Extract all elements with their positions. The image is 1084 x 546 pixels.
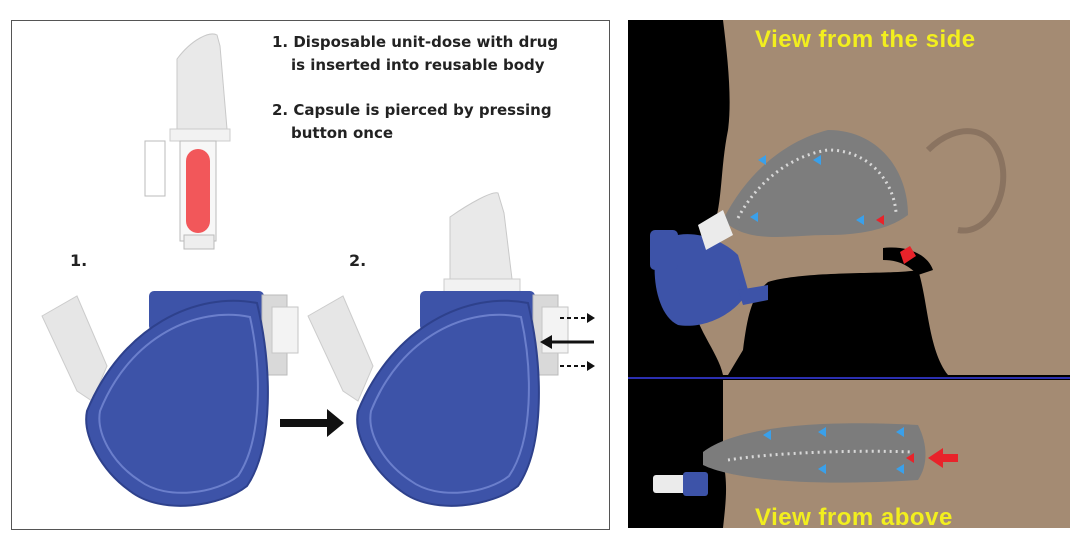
airflow-arrow-icon bbox=[896, 464, 904, 474]
red-arrow-icon bbox=[900, 246, 916, 264]
airflow-arrow-icon bbox=[856, 215, 864, 225]
red-arrow-icon bbox=[928, 448, 958, 468]
press-arrows-icon bbox=[540, 313, 595, 371]
step-label-1: 1. bbox=[70, 251, 88, 270]
airflow-arrow-icon bbox=[750, 212, 758, 222]
unit-dose-illustration bbox=[144, 33, 231, 250]
simulation-panel: View from the side View from above bbox=[628, 20, 1070, 528]
nasal-simulation-illustration bbox=[628, 20, 1070, 528]
airflow-arrow-icon bbox=[758, 155, 766, 165]
instruction-1-line2: is inserted into reusable body bbox=[291, 56, 545, 74]
inhaler-device-1 bbox=[41, 291, 299, 507]
instruction-1-line1: 1. Disposable unit-dose with drug bbox=[272, 33, 559, 51]
airflow-arrow-icon bbox=[763, 430, 771, 440]
capsule-icon bbox=[186, 149, 210, 233]
instruction-1: 1. Disposable unit-dose with drug is ins… bbox=[272, 31, 558, 77]
airflow-arrow-icon bbox=[813, 155, 821, 165]
instruction-2-line2: button once bbox=[291, 124, 394, 142]
deposition-marker-icon bbox=[906, 453, 914, 463]
airflow-arrow-icon bbox=[818, 464, 826, 474]
device-usage-panel: 1. Disposable unit-dose with drug is ins… bbox=[11, 20, 610, 530]
above-view-label: View from above bbox=[755, 504, 953, 528]
instruction-2: 2. Capsule is pierced by pressing button… bbox=[272, 99, 552, 145]
device-illustration bbox=[41, 33, 595, 507]
deposition-marker-icon bbox=[876, 215, 884, 225]
step-label-2: 2. bbox=[349, 251, 367, 270]
instruction-2-line1: 2. Capsule is pierced by pressing bbox=[272, 101, 552, 119]
arrow-right-icon bbox=[280, 409, 344, 437]
above-view-head bbox=[653, 380, 1070, 528]
side-view-head bbox=[650, 20, 1070, 375]
airflow-arrow-icon bbox=[818, 427, 826, 437]
airflow-arrow-icon bbox=[896, 427, 904, 437]
side-view-label: View from the side bbox=[755, 26, 976, 53]
inhaler-device-2 bbox=[307, 192, 595, 507]
